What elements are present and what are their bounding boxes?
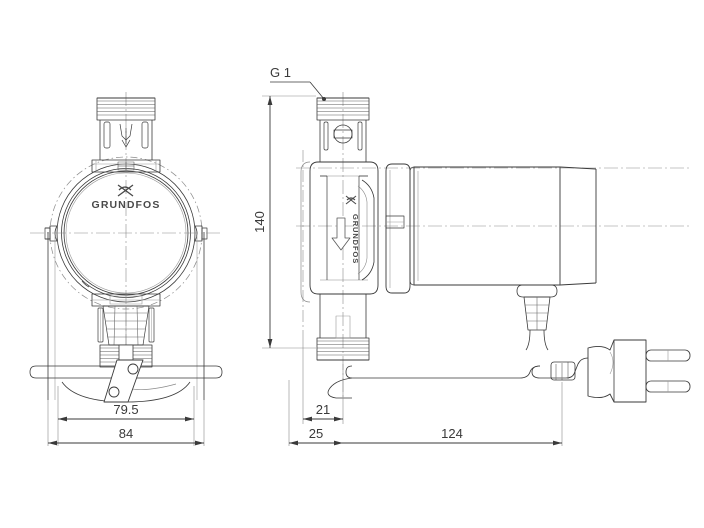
front-power-cable	[29, 365, 223, 379]
dimension-label-140: 140	[252, 211, 267, 233]
front-top-rib-left	[103, 121, 111, 149]
dimension-label-25: 25	[309, 426, 323, 441]
side-pump-housing	[309, 161, 379, 295]
front-bottom-flange-slot	[109, 295, 143, 305]
cover-notch-mark	[81, 280, 90, 288]
front-bottom-flange	[91, 293, 161, 307]
thread-size-callout: G 1	[270, 65, 326, 101]
side-view: GRUNDFOS	[296, 92, 691, 403]
side-gland-body	[523, 296, 551, 331]
front-top-threaded-union	[91, 97, 161, 173]
side-motor-housing	[409, 166, 597, 286]
side-power-plug	[531, 339, 691, 403]
side-bottom-thread-lines	[317, 340, 369, 356]
front-bracket-plate	[103, 359, 144, 403]
side-top-boss-slot	[333, 129, 353, 139]
plug-strain-relief	[550, 361, 576, 381]
front-brand-label: GRUNDFOS	[92, 199, 161, 211]
front-top-flange	[91, 159, 161, 173]
plug-strain-ribs	[555, 362, 569, 380]
side-brand-label: GRUNDFOS	[351, 214, 360, 264]
front-top-flange-hatch	[117, 161, 135, 171]
side-bottom-port-slot	[335, 315, 351, 339]
front-gland-screws	[97, 307, 155, 343]
front-top-flow-emblem	[119, 123, 133, 148]
side-gland-collar	[516, 284, 558, 298]
thread-size-label: G 1	[270, 65, 291, 80]
side-view-dimensions: 140 21 25 124	[252, 95, 563, 446]
side-top-rib-right	[357, 121, 363, 151]
side-brand-group: GRUNDFOS	[331, 195, 360, 264]
front-brand-logo-group	[117, 184, 134, 197]
dimension-label-21: 21	[316, 402, 330, 417]
side-cable-gland	[516, 284, 558, 351]
side-top-rib-left	[323, 121, 329, 151]
side-volute-curve	[361, 179, 375, 281]
side-bottom-threaded-union	[316, 294, 370, 361]
front-view: GRUNDFOS	[29, 92, 223, 403]
side-top-thread-lines	[317, 100, 369, 116]
grundfos-mark-icon-side	[345, 195, 357, 205]
plug-pins	[645, 349, 691, 393]
side-terminal-box	[385, 163, 411, 294]
plug-body	[587, 339, 647, 403]
front-top-rib-right	[141, 121, 149, 149]
front-view-dimensions: 79.5 84	[47, 386, 205, 446]
front-top-thread-lines	[97, 100, 155, 116]
callout-leader-diagonal	[309, 81, 326, 101]
dimension-label-79-5: 79.5	[113, 402, 138, 417]
grundfos-mark-icon	[117, 184, 134, 197]
side-body-outer-curve	[300, 161, 311, 303]
dimension-label-124: 124	[441, 426, 463, 441]
side-top-threaded-union	[316, 97, 370, 162]
flow-arrow-icon	[331, 217, 351, 251]
dimension-label-84: 84	[119, 426, 133, 441]
front-bottom-assembly	[29, 293, 223, 403]
